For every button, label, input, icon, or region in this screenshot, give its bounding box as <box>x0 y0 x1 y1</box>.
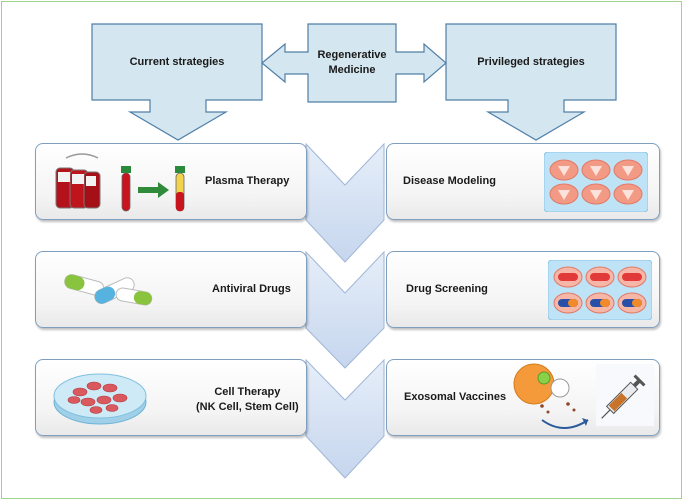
current-strategies-callout <box>91 23 263 141</box>
privileged-strategies-label: Privileged strategies <box>477 56 585 68</box>
privileged-strategies-callout <box>445 23 617 141</box>
exosomal-vaccines-label: Exosomal Vaccines <box>404 391 507 403</box>
plasma-tube-icon <box>175 166 185 212</box>
cell-therapy-label: Cell Therapy (NK Cell, Stem Cell) <box>196 385 299 415</box>
pills-icon <box>64 274 153 306</box>
cell-therapy-line2: (NK Cell, Stem Cell) <box>196 401 299 413</box>
petri-dish-icon <box>53 373 147 425</box>
regenerative-medicine-label: Regenerative Medicine <box>308 48 396 78</box>
plasma-therapy-label: Plasma Therapy <box>205 175 290 187</box>
test-tube-icon <box>121 166 131 212</box>
regenerative-line: Regenerative <box>317 49 387 61</box>
drug-screening-plate-icon <box>548 260 652 320</box>
blood-bag-icon <box>55 153 101 209</box>
medicine-line: Medicine <box>328 64 376 76</box>
exosome-cell-icon <box>513 363 589 429</box>
flow-chevron-2 <box>305 250 385 369</box>
flow-chevron-3 <box>305 358 385 479</box>
organoid-plate-icon <box>544 152 648 212</box>
disease-modeling-label: Disease Modeling <box>403 175 496 187</box>
regenerative-medicine-arrow <box>261 23 447 103</box>
drug-screening-label: Drug Screening <box>406 283 488 295</box>
antiviral-drugs-label: Antiviral Drugs <box>212 283 291 295</box>
flow-chevron-1 <box>305 142 385 263</box>
arrow-right-icon <box>138 182 169 198</box>
syringe-icon <box>596 364 654 426</box>
cell-therapy-line1: Cell Therapy <box>214 386 281 398</box>
current-strategies-label: Current strategies <box>129 56 225 68</box>
